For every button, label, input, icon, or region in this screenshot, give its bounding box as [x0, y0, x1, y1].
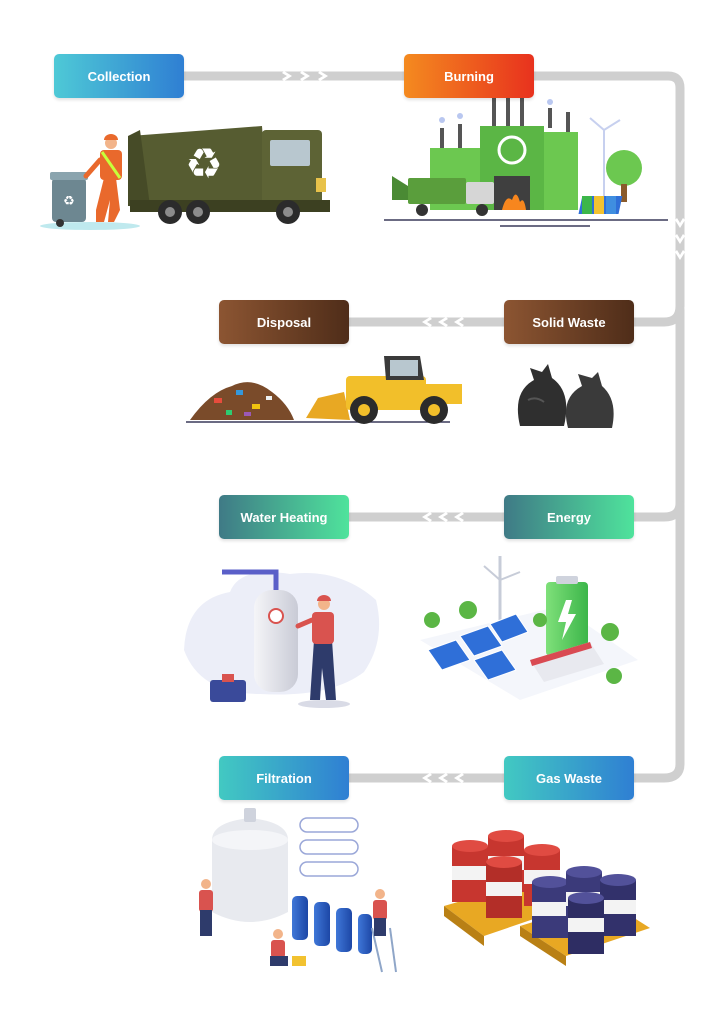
- chevron-right-icon: [300, 71, 310, 81]
- oil-barrels-on-pallets: [444, 830, 650, 966]
- chevron-right-icon: [282, 71, 292, 81]
- connector-right-spine-lower: [629, 500, 685, 783]
- solar-wind-battery: [420, 556, 638, 700]
- step-filtration-label: Filtration: [219, 756, 349, 800]
- chevron-right-icon: [318, 71, 328, 81]
- waste-worker-with-bin: ♻: [40, 134, 140, 230]
- chevron-left-icon: [422, 317, 432, 327]
- chevron-down-icon: [675, 234, 685, 244]
- step-water-heating-label: Water Heating: [219, 495, 349, 539]
- chevron-arrows: [282, 71, 685, 783]
- chevron-left-icon: [438, 317, 448, 327]
- chevron-left-icon: [454, 512, 464, 522]
- connector-main-loop: [529, 71, 685, 327]
- chevron-left-icon: [422, 512, 432, 522]
- chevron-down-icon: [675, 218, 685, 228]
- step-energy-label: Energy: [504, 495, 634, 539]
- incineration-plant: [384, 86, 668, 227]
- chevron-left-icon: [438, 512, 448, 522]
- bulldozer: [306, 356, 462, 424]
- filtration-system-workers: [199, 808, 397, 973]
- worker-kneeling: [270, 929, 306, 966]
- step-burning-label: Burning: [404, 54, 534, 98]
- recycle-icon: ♻: [185, 139, 223, 188]
- worker-left: [199, 879, 213, 936]
- lightning-bolt-icon: [558, 600, 576, 640]
- step-collection-label: Collection: [54, 54, 184, 98]
- garbage-truck-recycle: ♻: [128, 126, 330, 224]
- chevron-left-icon: [454, 773, 464, 783]
- chevron-down-icon: [675, 250, 685, 260]
- step-solid-waste-label: Solid Waste: [504, 300, 634, 344]
- landfill-pile: [186, 382, 450, 423]
- step-gas-waste-label: Gas Waste: [504, 756, 634, 800]
- water-heater-technician: [184, 569, 380, 708]
- worker-on-ladder: [371, 889, 397, 973]
- step-disposal-label: Disposal: [219, 300, 349, 344]
- chevron-left-icon: [438, 773, 448, 783]
- chevron-left-icon: [422, 773, 432, 783]
- svg-text:♻: ♻: [63, 194, 75, 209]
- connector-right-spine: [629, 305, 685, 522]
- chevron-left-icon: [454, 317, 464, 327]
- trash-bags: [517, 364, 614, 428]
